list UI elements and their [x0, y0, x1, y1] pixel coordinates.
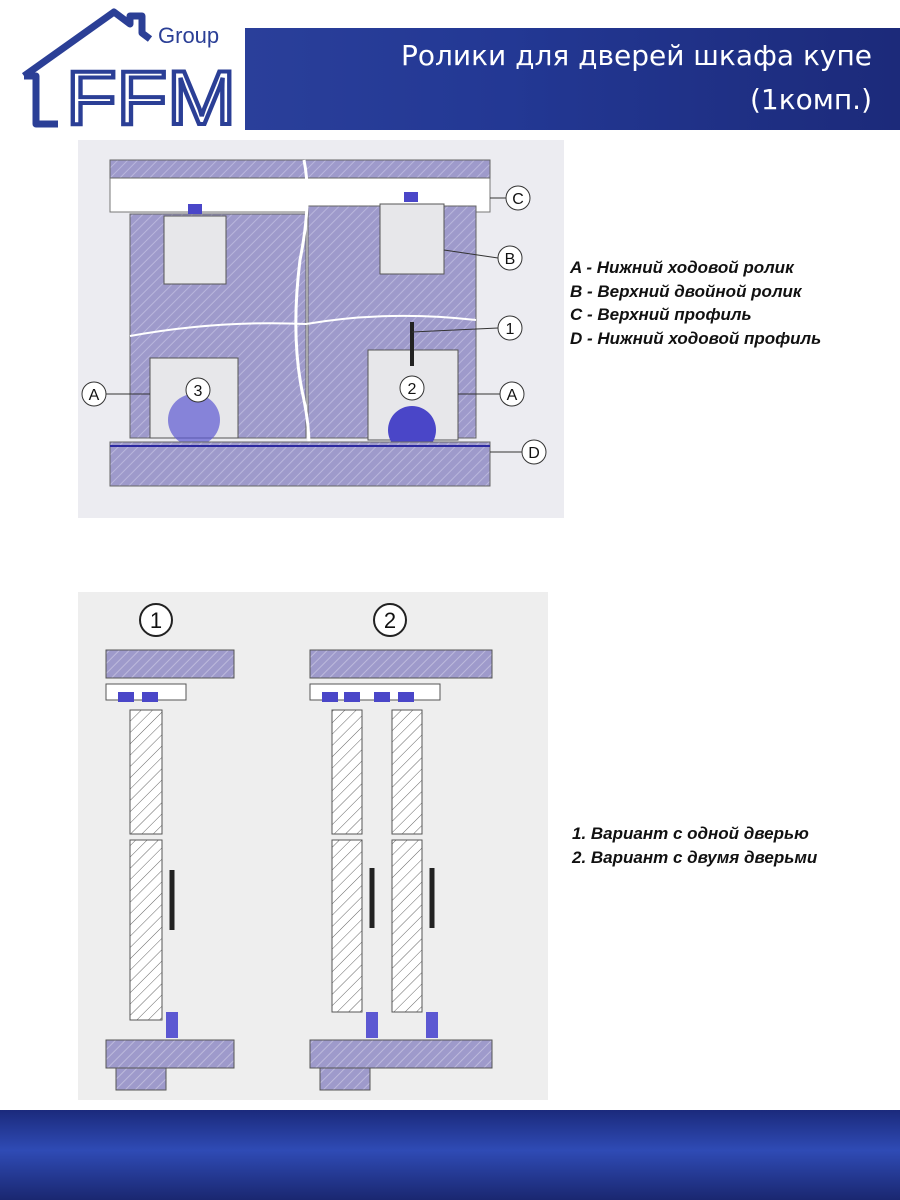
top-assembly-diagram: C B 1 A A D 3 2 — [78, 140, 564, 518]
variant-1-floor-base — [115, 1067, 167, 1091]
legend-variant-2: 2. Вариант с двумя дверьми — [572, 847, 818, 867]
variant-2-floor-base — [319, 1067, 371, 1091]
callout-a-left-label: A — [89, 387, 100, 404]
logo-brand-text: FFM — [66, 56, 236, 132]
callout-a-right-label: A — [507, 387, 518, 404]
bottom-profile-d — [109, 441, 491, 487]
callout-3 — [185, 377, 211, 403]
callout-a-left — [81, 381, 107, 407]
ffm-group-logo: Group FFM — [21, 8, 238, 132]
variant-1-door-upper — [129, 709, 163, 835]
callout-2-label: 2 — [408, 381, 417, 398]
legend-variant-1: 1. Вариант с одной дверью — [572, 824, 809, 843]
variant-2-marker-label: 2 — [384, 608, 396, 633]
callout-d-label: D — [528, 445, 540, 462]
upper-roller-block-right — [379, 203, 445, 275]
variant-2-top-roller-4 — [398, 692, 414, 702]
top-legend: A - Нижний ходовой ролик B - Верхний дво… — [570, 256, 821, 350]
roller-wheel-3 — [168, 394, 220, 446]
logo-group-text: Group — [158, 23, 219, 48]
variant-2-floor — [309, 1039, 493, 1069]
variant-1-marker-label: 1 — [150, 608, 162, 633]
callout-2 — [399, 375, 425, 401]
variant-2-door-a-lower — [331, 839, 363, 1013]
legend-item-b: B - Верхний двойной ролик — [570, 281, 802, 301]
variant-2-top-roller-3 — [374, 692, 390, 702]
callout-d — [521, 439, 547, 465]
roller-cap-left — [188, 204, 202, 214]
variant-2-door-a-upper — [331, 709, 363, 835]
variant-1-door-lower — [129, 839, 163, 1021]
top-rail — [109, 159, 491, 179]
upper-roller-block-left — [163, 215, 227, 285]
variant-2-bottom-roller-a — [366, 1012, 378, 1038]
variant-1-top-roller-2 — [142, 692, 158, 702]
callout-b — [497, 245, 523, 271]
callout-1-label: 1 — [506, 321, 515, 338]
callout-3-label: 3 — [194, 383, 203, 400]
break-line — [129, 314, 477, 337]
variant-2-door-b-upper — [391, 709, 423, 835]
variant-2-top-roller-1 — [322, 692, 338, 702]
variant-1-bottom-roller — [166, 1012, 178, 1038]
callout-1 — [497, 315, 523, 341]
variant-1-floor — [105, 1039, 235, 1069]
callout-c-label: C — [512, 191, 524, 208]
legend-item-c: C - Верхний профиль — [570, 305, 752, 324]
title-line-1: Ролики для дверей шкафа купе — [400, 39, 872, 72]
legend-item-d: D - Нижний ходовой профиль — [570, 328, 822, 348]
bottom-section-diagram: 1 2 — [78, 592, 548, 1100]
page-title: Ролики для дверей шкафа купе (1комп.) — [401, 34, 872, 122]
title-line-2: (1комп.) — [749, 83, 872, 116]
logo-house-outline — [21, 8, 153, 128]
variant-2-top-roller-2 — [344, 692, 360, 702]
variant-2-marker — [373, 603, 407, 637]
legend-item-a: A - Нижний ходовой ролик — [570, 258, 794, 277]
variant-1-ceiling — [105, 649, 235, 679]
roller-cap-right — [404, 192, 418, 202]
header-band — [245, 28, 900, 130]
callout-a-right — [499, 381, 525, 407]
footer-band — [0, 1110, 900, 1200]
callout-c — [505, 185, 531, 211]
variant-2-bottom-roller-b — [426, 1012, 438, 1038]
variant-2-door-b-lower — [391, 839, 423, 1013]
variant-1-marker — [139, 603, 173, 637]
callout-b-label: B — [505, 251, 516, 268]
variant-1-top-roller-1 — [118, 692, 134, 702]
bottom-legend: 1. Вариант с одной дверью 2. Вариант с д… — [572, 822, 817, 869]
variant-2-ceiling — [309, 649, 493, 679]
